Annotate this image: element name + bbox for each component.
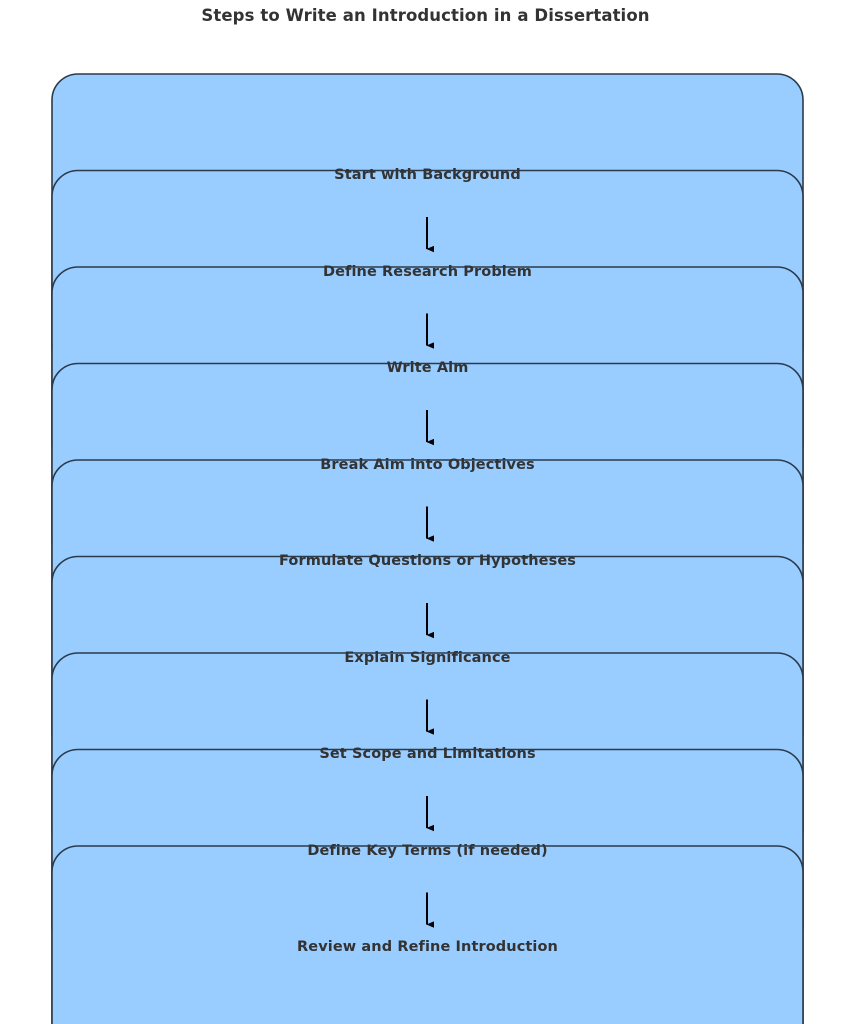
node-shape-group bbox=[51, 73, 804, 1024]
page-title: Steps to Write an Introduction in a Diss… bbox=[201, 6, 650, 25]
flowchart-node-n9[interactable] bbox=[51, 845, 804, 1024]
